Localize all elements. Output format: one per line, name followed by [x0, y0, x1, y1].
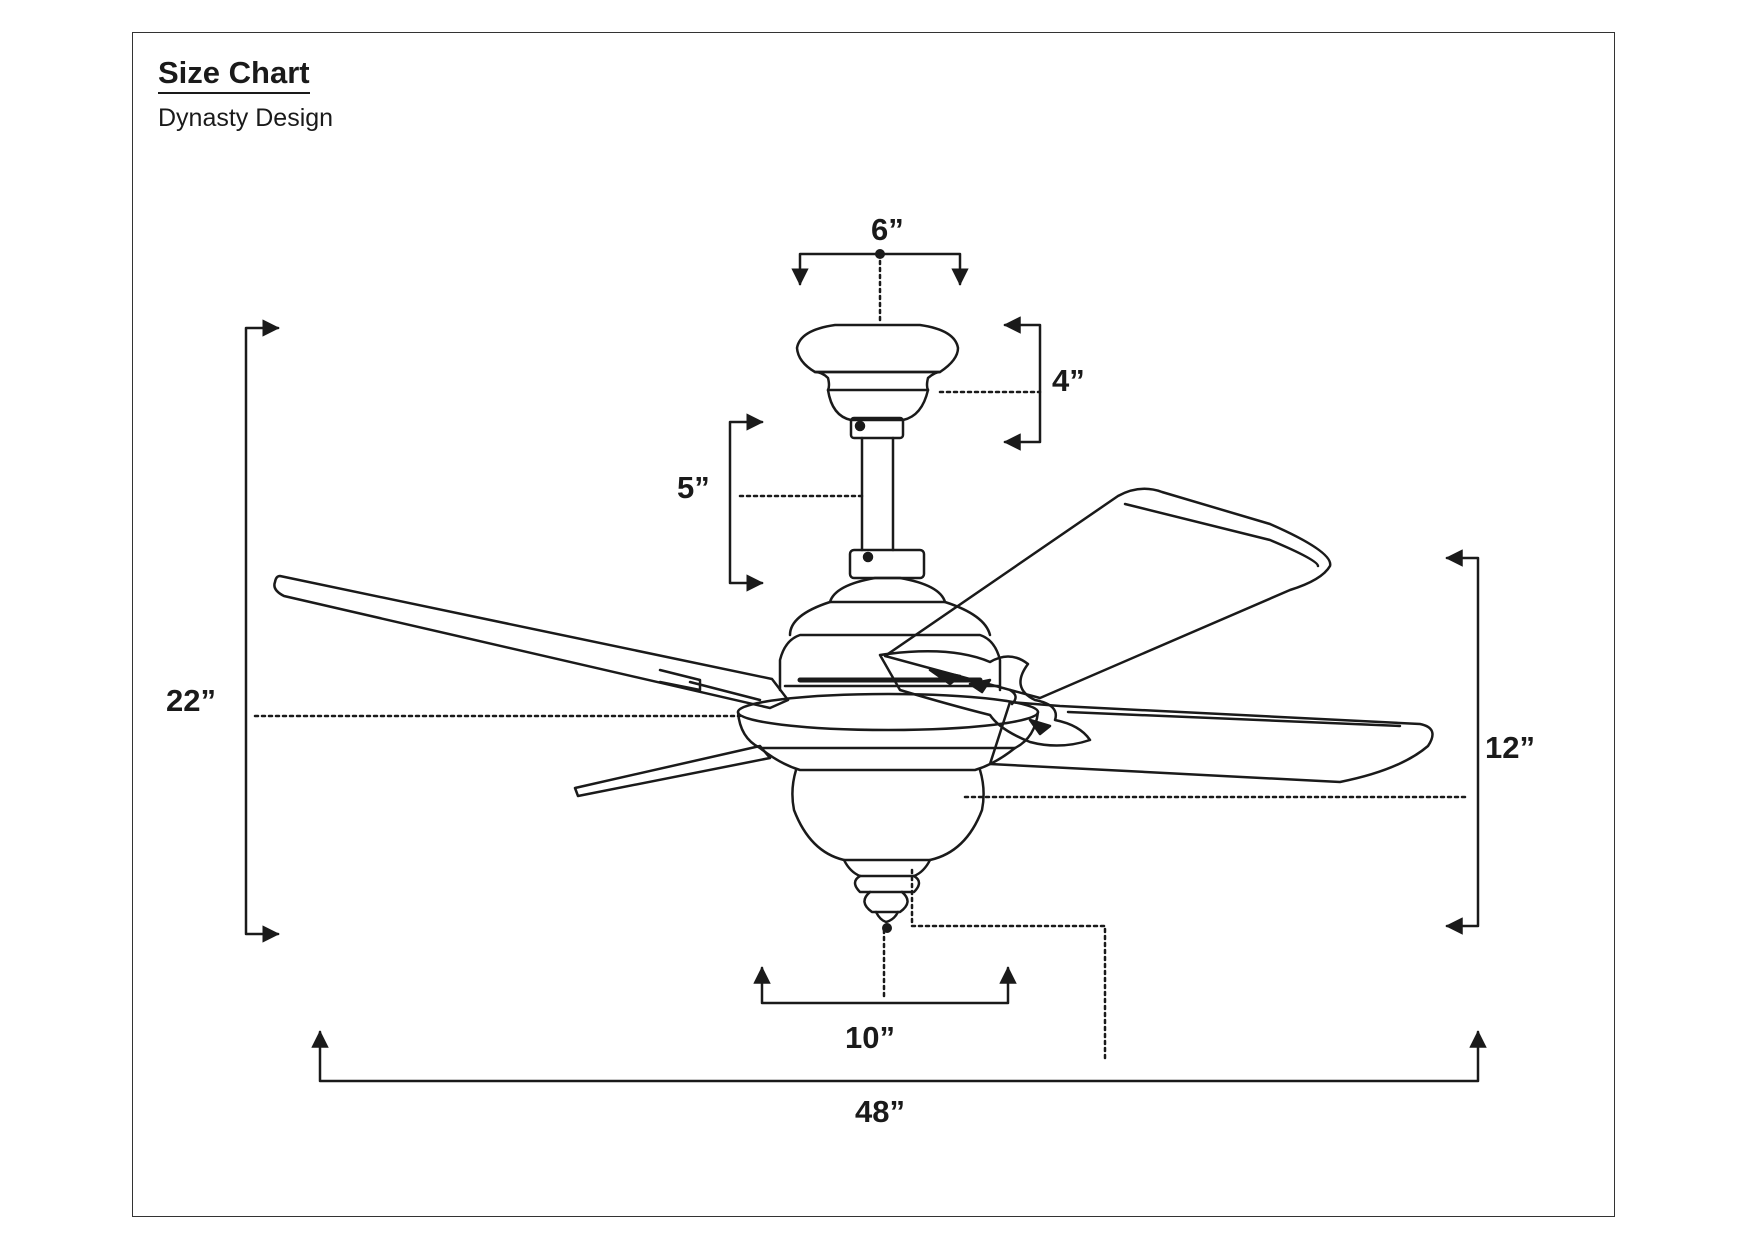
- fan-body-height-bracket: [1445, 549, 1480, 935]
- chart-subtitle: Dynasty Design: [158, 104, 334, 132]
- overall-height-label: 22”: [166, 683, 216, 718]
- blade-span-label: 48”: [855, 1094, 905, 1129]
- canopy-height-label: 4”: [1052, 363, 1085, 398]
- canopy-collar: [849, 416, 905, 440]
- canopy-base: [826, 388, 930, 422]
- fan-illustration: [273, 323, 1434, 933]
- blade-right-upper: [883, 487, 1332, 700]
- blade-iron-ornament: [878, 650, 1092, 747]
- chart-title: Size Chart: [158, 55, 310, 95]
- light-glass-bowl: [791, 768, 985, 862]
- blade-back-left: [573, 744, 772, 798]
- finial: [853, 874, 921, 894]
- canopy-width-label: 6”: [871, 212, 904, 247]
- diagram-frame: [132, 32, 1615, 1217]
- canopy-height-bracket: [1003, 316, 1042, 451]
- downrod-length-bracket: [728, 413, 764, 592]
- fan-body-height-label: 12”: [1485, 730, 1535, 765]
- dimension-lines: [244, 249, 1487, 1083]
- overall-height-bracket: [244, 319, 280, 943]
- canopy-bowl: [795, 323, 960, 374]
- downrod: [860, 436, 895, 552]
- blade-span-bracket: [311, 1030, 1487, 1083]
- motor-top: [828, 576, 947, 604]
- motor-body: [788, 600, 992, 637]
- light-kit-width-label: 10”: [845, 1020, 895, 1055]
- light-kit-width-bracket: [753, 966, 1017, 1005]
- blade-right-lower: [988, 700, 1434, 784]
- downrod-coupler: [848, 548, 926, 580]
- light-kit-rim: [736, 692, 1040, 732]
- downrod-length-label: 5”: [677, 470, 710, 505]
